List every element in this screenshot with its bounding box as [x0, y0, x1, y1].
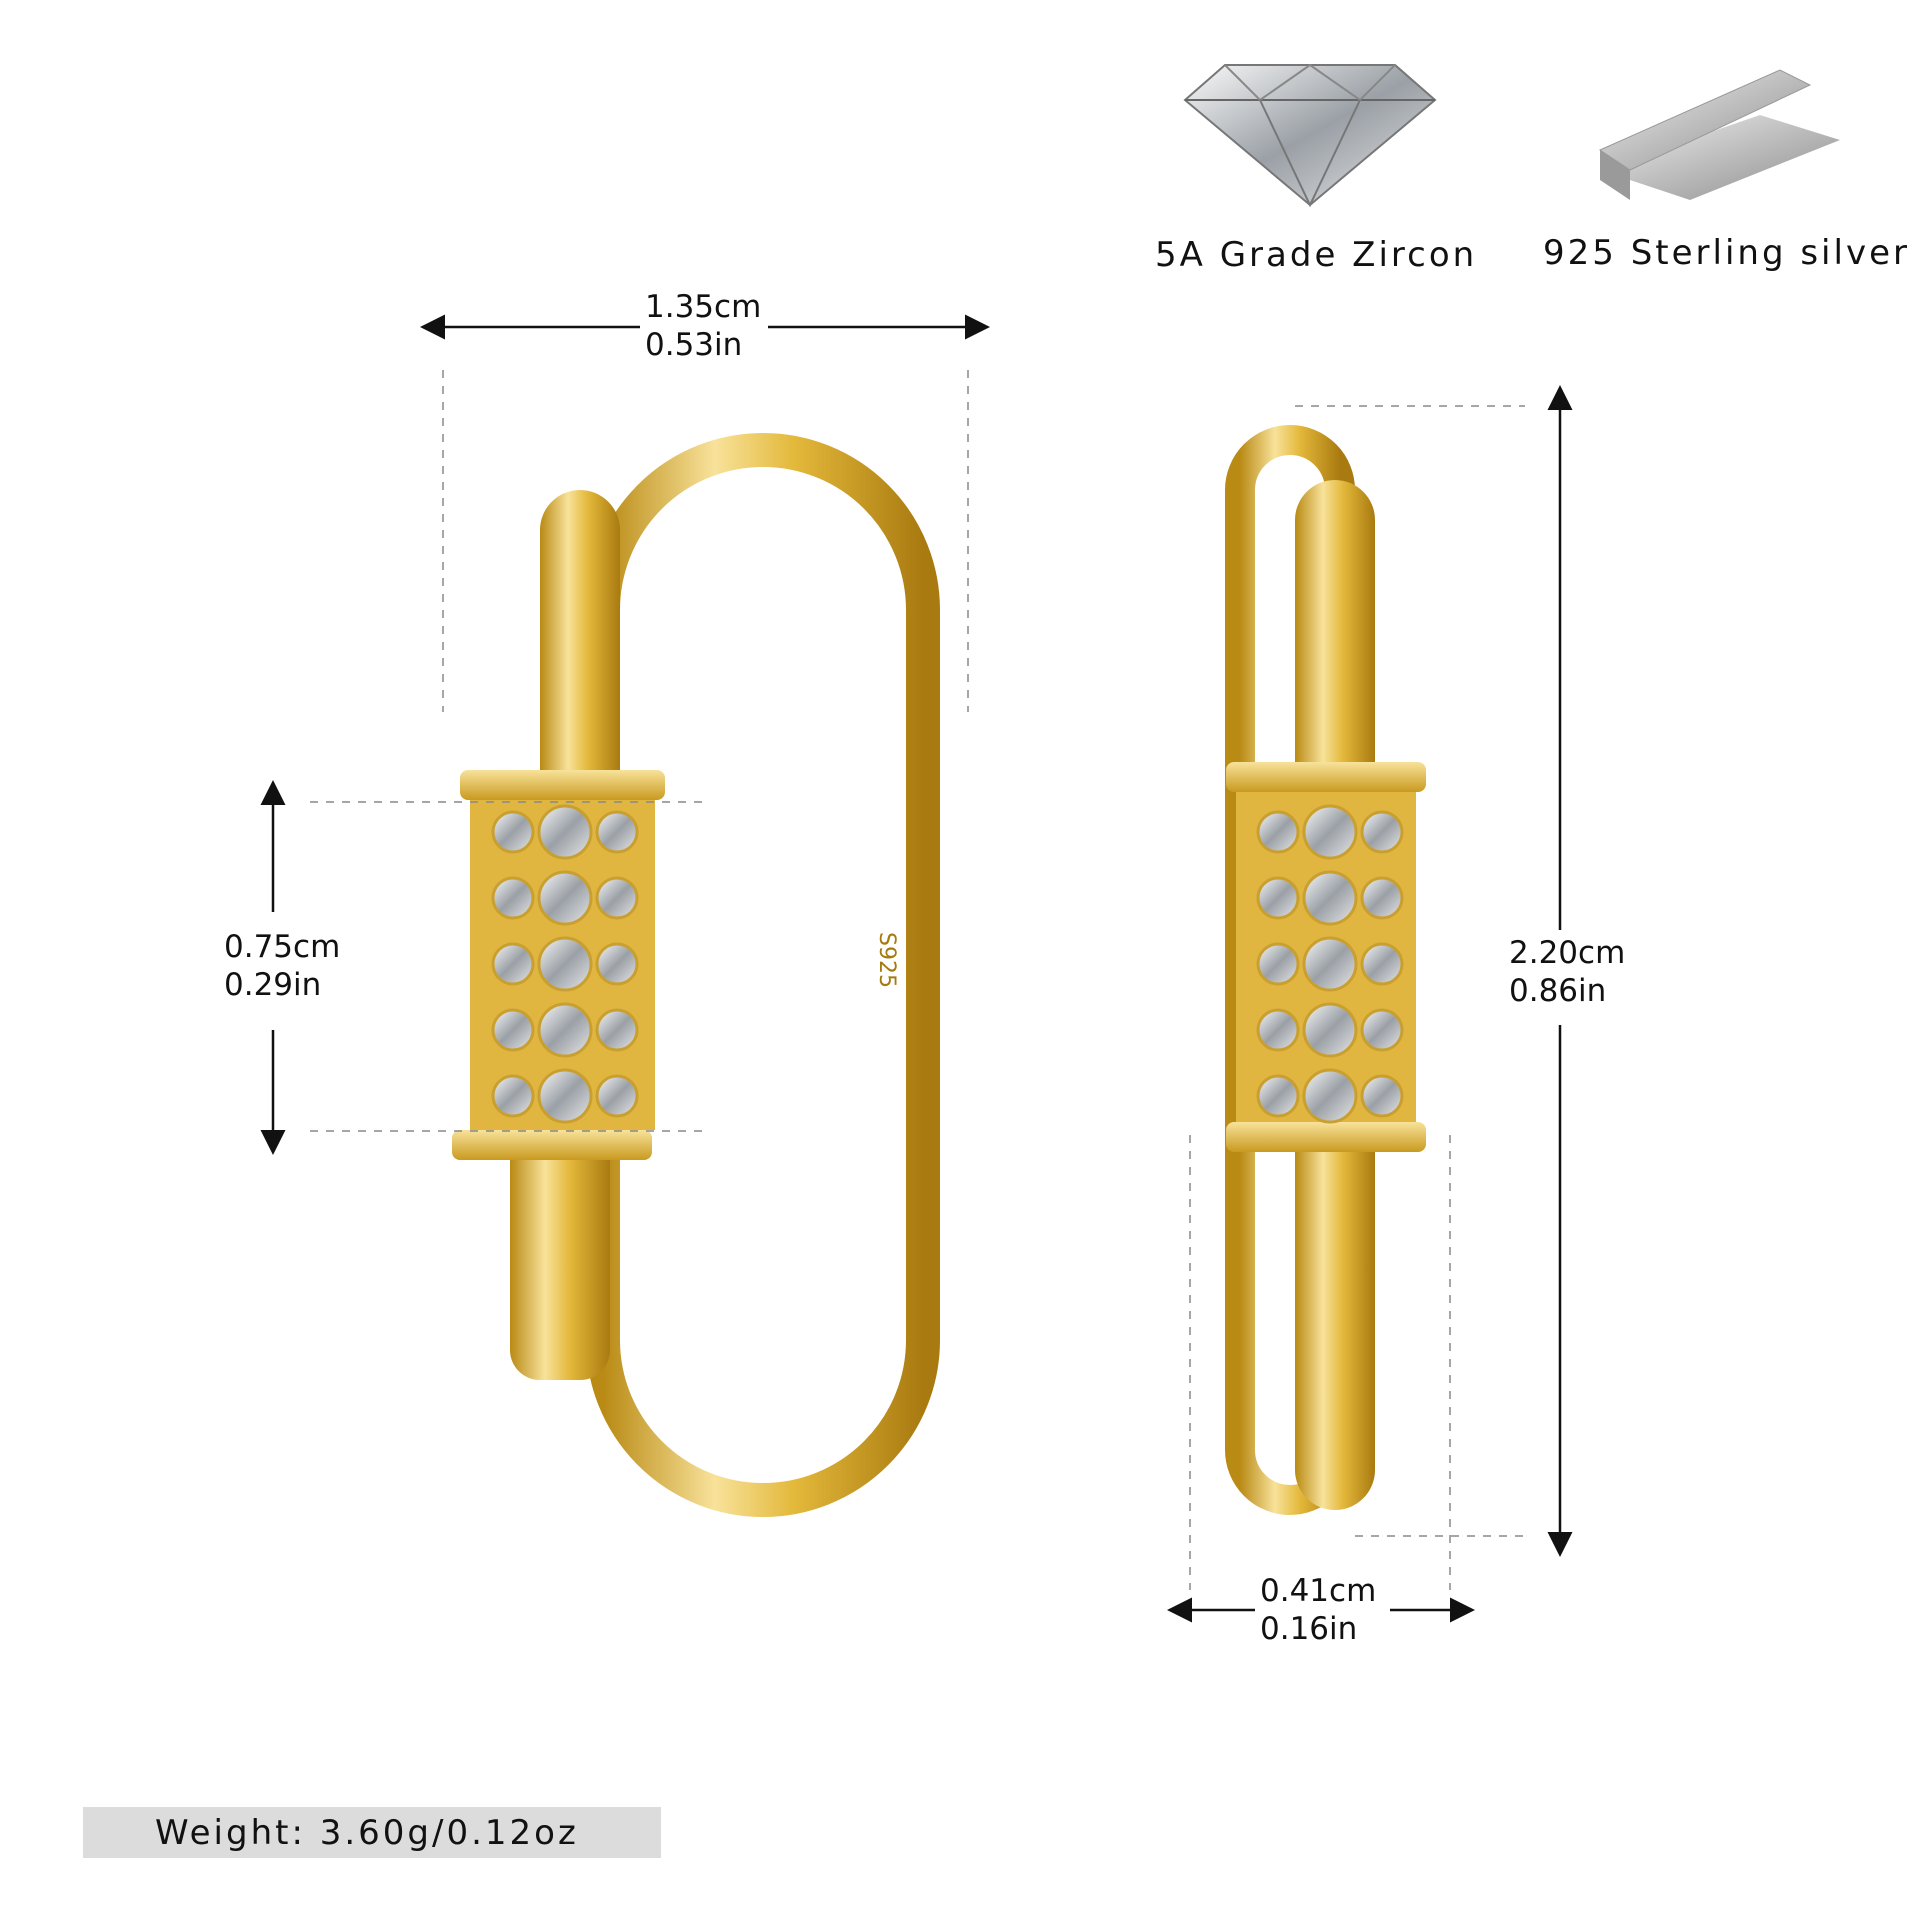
height-cm: 2.20cm	[1509, 935, 1626, 971]
zircon-stone	[1256, 876, 1300, 920]
zircon-stone	[491, 876, 535, 920]
zircon-stone	[1256, 942, 1300, 986]
stamp-text: S925	[874, 932, 899, 988]
width-dimension: 1.35cm 0.53in	[645, 288, 762, 364]
zircon-stone	[537, 870, 593, 926]
weight-text: Weight: 3.60g/0.12oz	[155, 1813, 579, 1853]
thickness-cm: 0.41cm	[1260, 1573, 1377, 1609]
earring-front-view: S925	[452, 433, 940, 1517]
zircon-stone	[1360, 942, 1404, 986]
zircon-stone	[1302, 804, 1358, 860]
diamond-icon	[1183, 63, 1437, 208]
zircon-stone	[537, 936, 593, 992]
zircon-stone	[491, 942, 535, 986]
width-cm: 1.35cm	[645, 289, 762, 325]
zircon-stone	[595, 942, 639, 986]
bar-height-cm: 0.75cm	[224, 929, 341, 965]
zircon-stone	[1302, 870, 1358, 926]
bar-height-in: 0.29in	[224, 967, 322, 1003]
zircon-stone	[595, 1074, 639, 1118]
zircon-stone	[1256, 810, 1300, 854]
zircon-stone	[595, 1008, 639, 1052]
thickness-in: 0.16in	[1260, 1611, 1358, 1647]
zircon-stone	[1302, 1002, 1358, 1058]
zircon-stone	[595, 876, 639, 920]
zircon-stone	[491, 1074, 535, 1118]
weight-label: Weight: 3.60g/0.12oz	[83, 1807, 661, 1858]
zircon-stone	[537, 1068, 593, 1124]
zircon-stone	[1302, 1068, 1358, 1124]
dashed-guides	[310, 370, 1530, 1590]
zircon-stone	[595, 810, 639, 854]
zircon-stone	[1256, 1008, 1300, 1052]
width-in: 0.53in	[645, 327, 743, 363]
zircon-stone	[491, 1008, 535, 1052]
zircon-stone	[1256, 1074, 1300, 1118]
silver-bars-icon	[1598, 69, 1840, 200]
height-dimension: 2.20cm 0.86in	[1509, 934, 1626, 1010]
feature-label-zircon: 5A Grade Zircon	[1155, 235, 1478, 275]
feature-label-silver: 925 Sterling silver	[1543, 233, 1910, 273]
zircon-stone	[1360, 810, 1404, 854]
earring-side-view	[1225, 425, 1426, 1515]
zircon-stone	[1302, 936, 1358, 992]
zircon-stone	[1360, 1008, 1404, 1052]
zircon-stone	[537, 804, 593, 860]
height-in: 0.86in	[1509, 973, 1607, 1009]
zircon-stone	[1360, 1074, 1404, 1118]
dimension-lines	[260, 314, 1573, 1623]
bar-height-dimension: 0.75cm 0.29in	[224, 928, 341, 1004]
zircon-stone	[491, 810, 535, 854]
zircon-stone	[537, 1002, 593, 1058]
zircon-stone	[1360, 876, 1404, 920]
thickness-dimension: 0.41cm 0.16in	[1260, 1572, 1377, 1648]
